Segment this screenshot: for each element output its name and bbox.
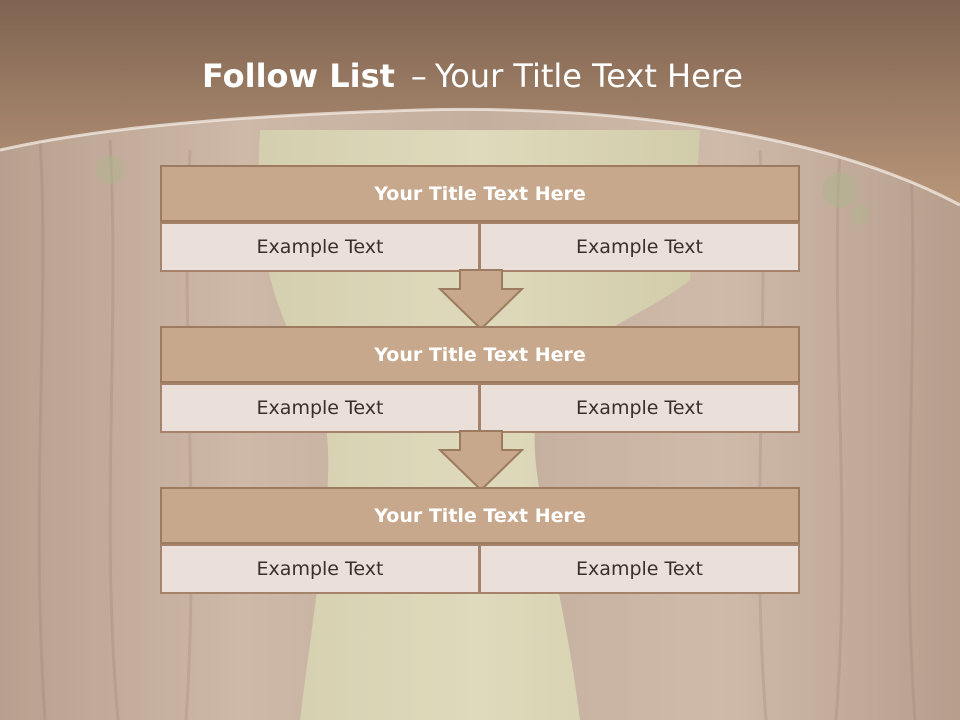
block-cell-right: Example Text xyxy=(480,222,800,272)
block-cell-left: Example Text xyxy=(160,383,480,433)
block-cell-right: Example Text xyxy=(480,383,800,433)
title-bold-text: Follow List xyxy=(202,57,395,95)
block-title: Your Title Text Here xyxy=(160,326,800,383)
block-title: Your Title Text Here xyxy=(160,165,800,222)
title-rest-text: Your Title Text Here xyxy=(434,57,743,95)
block-cell-left: Example Text xyxy=(160,544,480,594)
title-separator: – xyxy=(410,57,427,95)
block-cell-right: Example Text xyxy=(480,544,800,594)
slide-title: Follow List–Your Title Text Here xyxy=(0,56,945,96)
down-arrow-icon xyxy=(438,430,524,492)
down-arrow-icon xyxy=(438,269,524,331)
block-cell-left: Example Text xyxy=(160,222,480,272)
block-title: Your Title Text Here xyxy=(160,487,800,544)
